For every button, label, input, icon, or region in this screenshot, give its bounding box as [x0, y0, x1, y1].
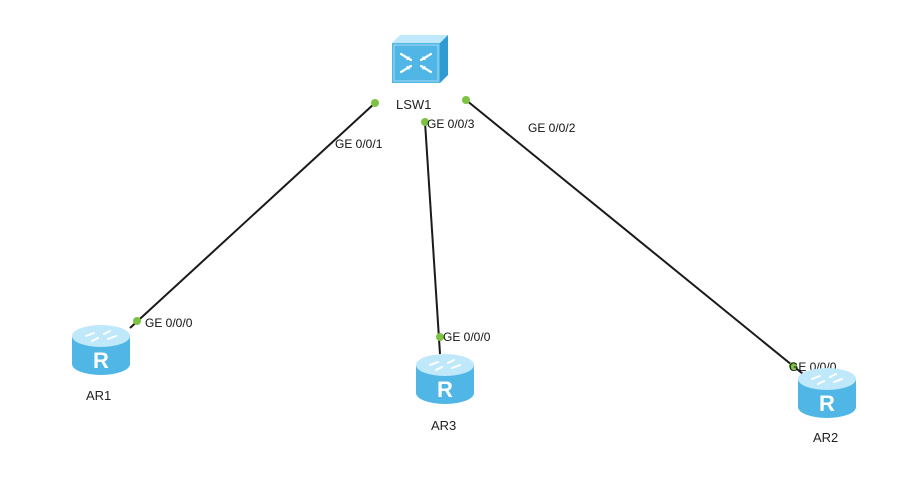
device-ar3[interactable]: R AR3: [416, 354, 474, 433]
device-label-ar1: AR1: [86, 388, 111, 403]
router-icon: R: [798, 368, 856, 418]
port-status-ar3-ge000: [436, 333, 444, 341]
svg-text:R: R: [437, 377, 453, 402]
port-indicators: [133, 96, 797, 370]
link-lsw1-ar1[interactable]: [129, 102, 376, 329]
port-label-lsw1-ge003: GE 0/0/3: [427, 117, 475, 131]
port-label-lsw1-ge001: GE 0/0/1: [335, 137, 383, 151]
port-status-lsw1-ge003: [421, 118, 429, 126]
router-icon: R: [416, 354, 474, 404]
device-ar2[interactable]: R AR2: [798, 368, 856, 445]
device-label-lsw1: LSW1: [396, 97, 431, 112]
port-label-lsw1-ge002: GE 0/0/2: [528, 121, 576, 135]
link-lsw1-ar2[interactable]: [465, 99, 804, 375]
device-lsw1[interactable]: LSW1: [392, 35, 448, 112]
port-status-ar1-ge000: [133, 317, 141, 325]
device-label-ar2: AR2: [813, 430, 838, 445]
svg-text:R: R: [819, 391, 835, 416]
links: [129, 99, 804, 375]
link-lsw1-ar3[interactable]: [424, 121, 441, 355]
port-status-lsw1-ge002: [462, 96, 470, 104]
port-label-ar1-ge000: GE 0/0/0: [145, 316, 193, 330]
port-status-lsw1-ge001: [371, 99, 379, 107]
device-ar1[interactable]: R AR1: [72, 325, 130, 403]
router-icon: R: [72, 325, 130, 375]
switch-icon: [392, 35, 448, 83]
svg-text:R: R: [93, 348, 109, 373]
port-status-ar2-ge000: [789, 362, 797, 370]
port-labels: GE 0/0/1 GE 0/0/3 GE 0/0/2 GE 0/0/0 GE 0…: [145, 117, 837, 374]
device-label-ar3: AR3: [431, 418, 456, 433]
port-label-ar3-ge000: GE 0/0/0: [443, 330, 491, 344]
